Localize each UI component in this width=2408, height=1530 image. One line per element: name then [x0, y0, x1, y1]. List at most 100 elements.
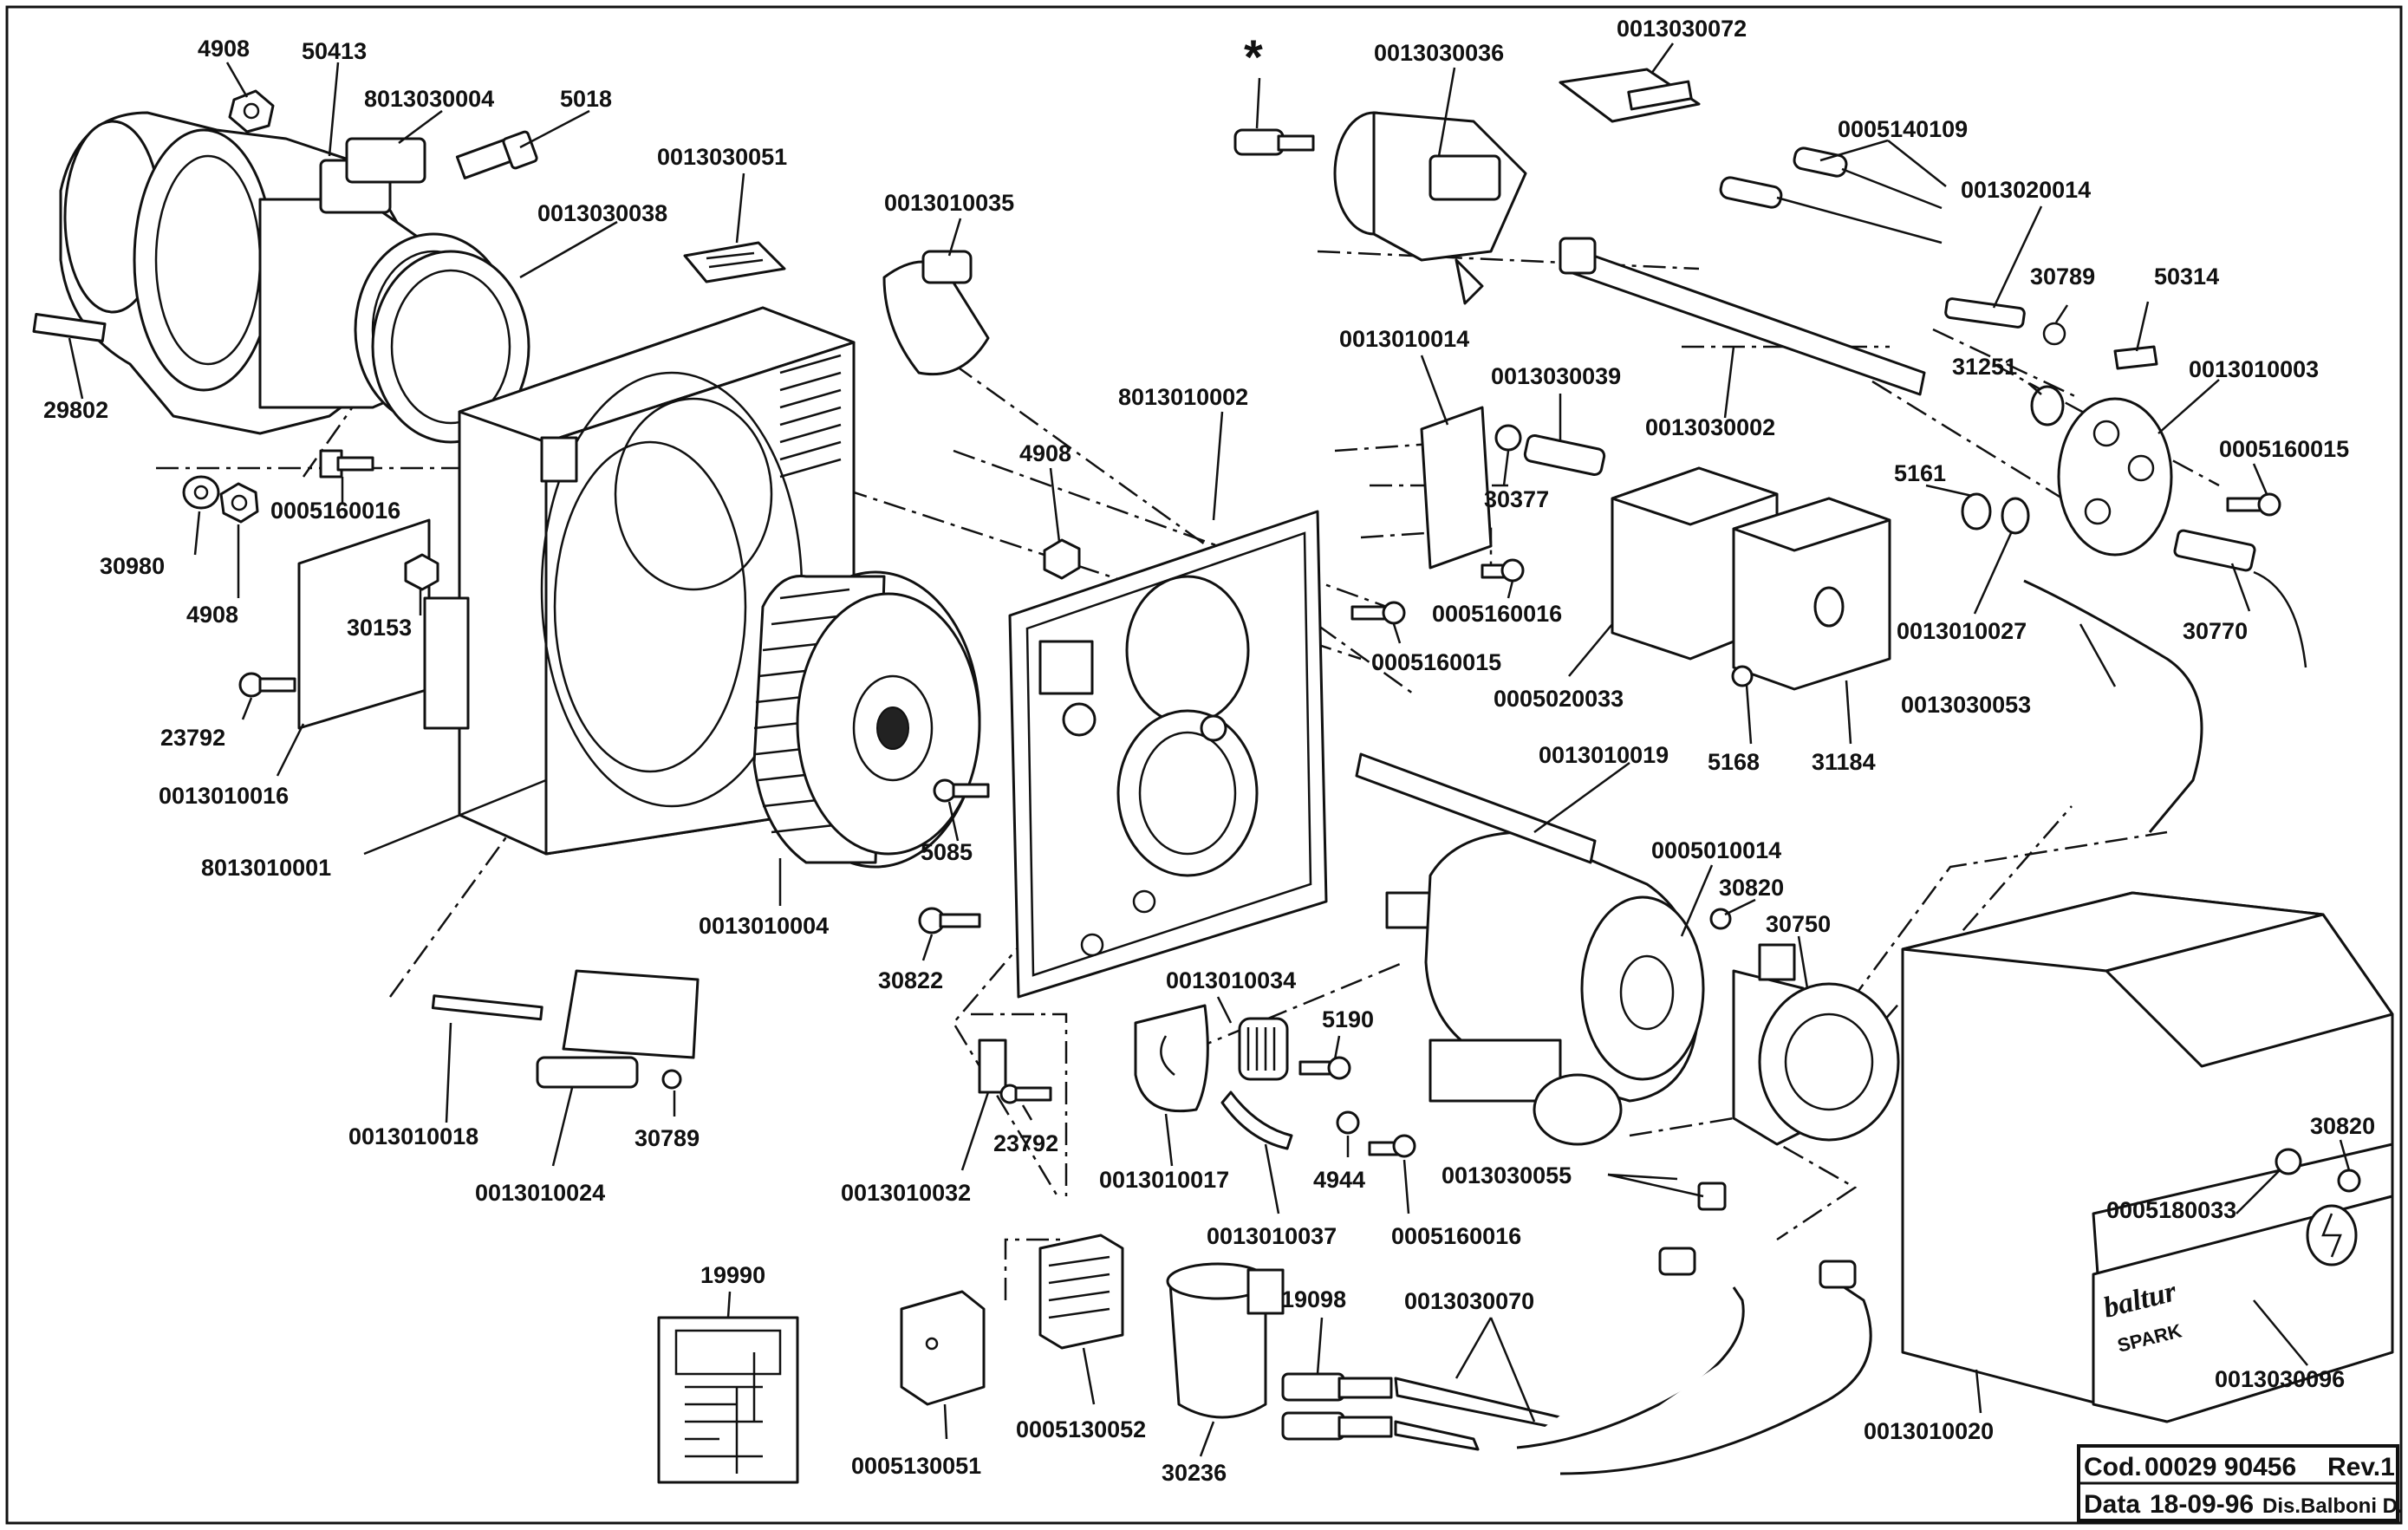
label-0005020033: 0005020033	[1494, 686, 1624, 712]
screw-5085	[933, 778, 990, 803]
connector-0005130051	[900, 1290, 986, 1406]
label-5190: 5190	[1322, 1006, 1374, 1032]
washer-0013010027	[2001, 497, 2030, 535]
title-block: Cod. 00029 90456 Rev.1 Data 18-09-96 Dis…	[2077, 1444, 2404, 1522]
cam-plate	[1134, 1004, 1209, 1113]
label-0005130051: 0005130051	[851, 1453, 981, 1479]
label-0013030039: 0013030039	[1491, 363, 1621, 389]
label-0005160016-c: 0005160016	[1432, 601, 1562, 627]
screw-5190	[1298, 1056, 1351, 1080]
nut-4908-mid	[1043, 538, 1081, 580]
label-30789-b: 30789	[2030, 264, 2095, 290]
label-0005010014: 0005010014	[1651, 837, 1781, 863]
nut-4908-left	[219, 482, 259, 524]
label-30750: 30750	[1766, 911, 1831, 937]
screw-23792-lower	[999, 1084, 1052, 1104]
label-23792-b: 23792	[993, 1130, 1058, 1156]
label-0013010034: 0013010034	[1166, 967, 1296, 993]
label-0013010018: 0013010018	[348, 1123, 478, 1149]
oil-filter	[1166, 1262, 1285, 1419]
label-0013010003: 0013010003	[2189, 356, 2319, 382]
label-30236: 30236	[1162, 1460, 1227, 1486]
washer-4944	[1336, 1110, 1360, 1135]
label-0013030038: 0013030038	[537, 200, 667, 226]
oil-pipe-0013030053	[2023, 579, 2203, 833]
nozzle-star-part	[1233, 128, 1315, 156]
screw-0005160016-left	[319, 449, 374, 479]
label-30820-b: 30820	[2310, 1113, 2375, 1139]
label-0005160016-b: 0005160016	[1391, 1223, 1521, 1249]
label-0013030096: 0013030096	[2215, 1366, 2345, 1392]
wiring-diagram-card	[657, 1316, 799, 1484]
label-0013010027: 0013010027	[1897, 618, 2027, 644]
back-plate	[297, 518, 470, 730]
label-0005140109: 0005140109	[1838, 116, 1968, 142]
electric-motor	[1385, 830, 1705, 1146]
fan-impeller	[752, 570, 981, 869]
label-0013020014: 0013020014	[1961, 177, 2091, 203]
label-0005160015-b: 0005160015	[2219, 436, 2349, 462]
label-0005160015: 0005160015	[1371, 649, 1501, 675]
title-date-value: 18-09-96	[2150, 1490, 2254, 1519]
label-0005180033: 0005180033	[2106, 1197, 2236, 1223]
mounting-plate	[1008, 510, 1328, 999]
nut-4908-top	[228, 89, 275, 133]
title-drawn-by: Dis.Balboni D.	[2262, 1494, 2404, 1518]
label-50413: 50413	[302, 38, 367, 64]
graduated-arc	[1220, 1091, 1293, 1150]
label-0005130052: 0005130052	[1016, 1416, 1146, 1442]
label-4944: 4944	[1313, 1167, 1365, 1193]
label-0013010037: 0013010037	[1207, 1223, 1337, 1249]
connector-0005130052	[1038, 1234, 1124, 1350]
cable-grommet	[882, 250, 990, 376]
spacer-0013030039	[1523, 433, 1606, 477]
label-0013030053: 0013030053	[1901, 692, 2031, 718]
air-damper	[431, 969, 700, 1090]
label-0013030002: 0013030002	[1645, 414, 1775, 440]
screw-0005160016-bracket	[1481, 558, 1525, 583]
ignition-cables	[1719, 146, 1943, 244]
label-30770: 30770	[2183, 618, 2248, 644]
bracket-0013010014	[1420, 406, 1493, 570]
washer-5161	[1961, 492, 1992, 531]
screw-0005160016-lower	[1368, 1134, 1416, 1158]
label-5018: 5018	[560, 86, 612, 112]
label-31184: 31184	[1812, 749, 1876, 775]
title-code-label: Cod.	[2084, 1453, 2142, 1481]
oil-pump	[1732, 943, 1900, 1146]
drawing-frame	[5, 5, 2403, 1525]
label-0013010032: 0013010032	[841, 1180, 971, 1206]
label-5085: 5085	[921, 839, 973, 865]
tag-50314	[2113, 345, 2158, 370]
label-30980: 30980	[100, 553, 165, 579]
flexible-hose-0013030055	[1516, 1182, 1872, 1475]
label-0013010004: 0013010004	[699, 913, 829, 939]
label-30377: 30377	[1484, 486, 1549, 512]
screw-0005160015-plate	[1350, 601, 1406, 625]
rod-0013030002	[1559, 237, 1926, 396]
label-0013030055: 0013030055	[1442, 1162, 1572, 1188]
screw-23792-left	[238, 672, 296, 698]
spring-coil	[1238, 1017, 1289, 1081]
label-0013010035: 0013010035	[884, 190, 1014, 216]
part-number-labels: 4908 50413 8013030004 5018 0013030051 00…	[43, 16, 2375, 1486]
nut-31251	[2030, 385, 2065, 426]
label-30822: 30822	[878, 967, 943, 993]
label-0013010014: 0013010014	[1339, 326, 1469, 352]
screw-5168	[1731, 665, 1754, 687]
stud-29802	[32, 313, 107, 342]
flange-ring-gasket	[371, 250, 530, 444]
disc-0013010003	[2057, 397, 2173, 557]
label-30820: 30820	[1719, 875, 1784, 901]
washer-30980	[182, 475, 220, 510]
label-4908: 4908	[198, 36, 250, 62]
fitting-19098	[1281, 1372, 1393, 1441]
screw-0005160015-right	[2226, 492, 2281, 517]
electrode-0013030072	[1559, 68, 1701, 123]
title-revision: Rev.1	[2327, 1453, 2395, 1481]
label-19098: 19098	[1281, 1286, 1346, 1312]
label-0013010020: 0013010020	[1864, 1418, 1994, 1444]
label-50314: 50314	[2154, 264, 2219, 290]
label-8013010001: 8013010001	[201, 855, 331, 881]
label-0005160016: 0005160016	[270, 498, 400, 524]
